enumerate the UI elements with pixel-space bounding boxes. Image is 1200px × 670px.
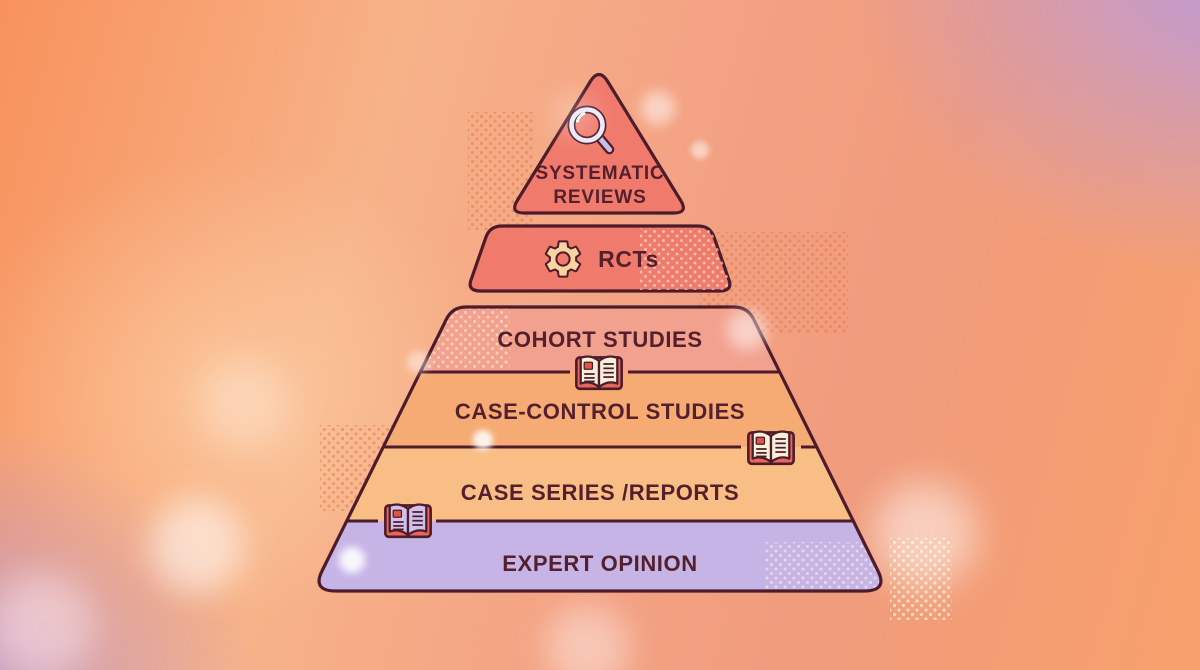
open-book-icon xyxy=(381,499,435,545)
gear-icon xyxy=(544,240,582,278)
level-label-rcts: RCTs xyxy=(598,245,659,272)
level-label-case-control-studies: CASE-CONTROL STUDIES xyxy=(454,399,746,424)
open-book-icon xyxy=(572,351,626,397)
open-book-icon xyxy=(744,426,798,472)
magnifier-icon xyxy=(560,98,622,160)
level-label-cohort-studies: COHORT STUDIES xyxy=(497,327,703,352)
level-label-systematic-reviews: SYSTEMATIC REVIEWS xyxy=(535,163,665,208)
level-label-case-series-reports: CASE SERIES /REPORTS xyxy=(460,480,740,505)
halftone-dots xyxy=(765,542,881,590)
level-rcts-row: RCTs xyxy=(0,236,1200,282)
level-label-expert-opinion: EXPERT OPINION xyxy=(502,551,698,576)
